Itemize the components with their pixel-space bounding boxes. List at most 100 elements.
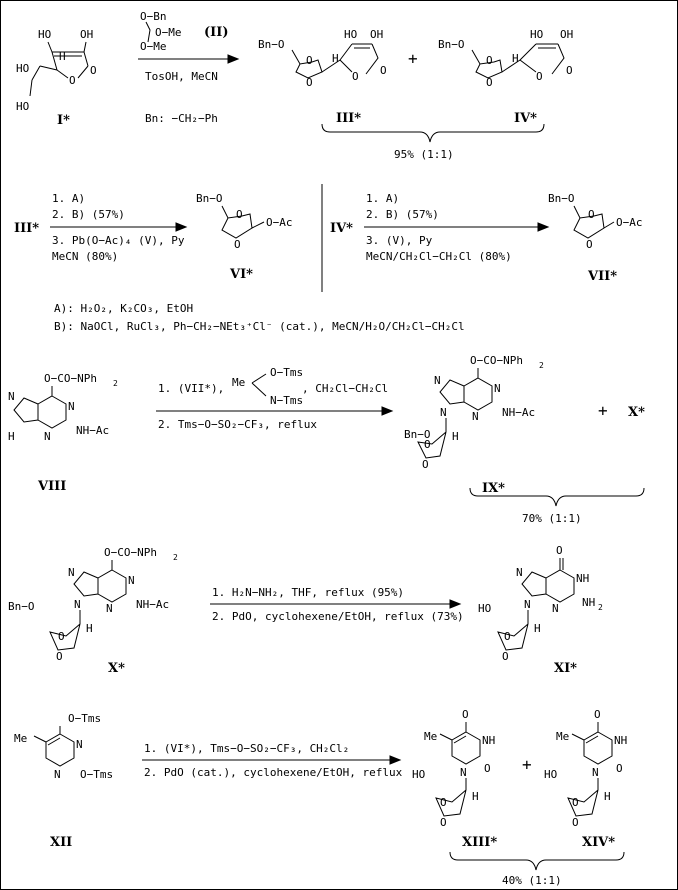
atom-label: Me [556, 730, 569, 743]
atom-label: H [534, 622, 541, 635]
reagent-II: O−Bn O−Me O−Me (II) [140, 10, 228, 53]
compound-label: III* [14, 221, 39, 236]
atom-label: O [486, 76, 493, 89]
atom-label: H [472, 790, 479, 803]
compound-label: VII* [587, 269, 617, 284]
atom-label: N [552, 602, 559, 615]
atom-label: O [586, 238, 593, 251]
atom-label: N [472, 410, 479, 423]
compound-VIII: O−CO−NPh 2 N N N H NH−Ac VIII [8, 372, 118, 494]
atom-label: O [234, 238, 241, 251]
compound-VII: Bn−O O O O−Ac VII* [548, 192, 643, 284]
atom-label: N [440, 406, 447, 419]
atom-label: 2 [598, 603, 603, 612]
atom-label: N [494, 382, 501, 395]
condition-text: 3. (V), Py [366, 234, 433, 247]
reaction-arrow [364, 222, 550, 232]
reaction-arrow [50, 222, 188, 232]
atom-label: Me [232, 376, 245, 389]
compound-III: Bn−O HO OH O O H O O [258, 28, 387, 89]
condition-text: 2. B) (57%) [52, 208, 125, 221]
atom-label: O [422, 458, 429, 471]
atom-label: Bn−O [438, 38, 465, 51]
atom-label: NH [576, 572, 589, 585]
compound-label: X* [628, 405, 645, 420]
atom-label: O [69, 74, 76, 87]
atom-label: HO [16, 100, 29, 113]
compound-label: I* [57, 113, 70, 128]
atom-label: N [68, 566, 75, 579]
atom-label: O [556, 544, 563, 557]
atom-label: HO [38, 28, 51, 41]
atom-label: N [592, 766, 599, 779]
atom-label: O [306, 54, 313, 67]
atom-label: O−Bn [140, 10, 167, 23]
condition-text: 2. Tms−O−SO₂−CF₃, reflux [158, 418, 317, 431]
atom-label: H [512, 52, 519, 65]
atom-label: N−Tms [270, 394, 303, 407]
atom-label: H [332, 52, 339, 65]
atom-label: O−Ac [616, 216, 643, 229]
product-brace [449, 851, 625, 871]
atom-label: N [44, 430, 51, 443]
atom-label: O [616, 762, 623, 775]
atom-label: O−Me [155, 26, 182, 39]
condition-text: 1. (VI*), Tms−O−SO₂−CF₃, CH₂Cl₂ [144, 742, 349, 755]
atom-label: NH−Ac [502, 406, 535, 419]
footnote-text: B): NaOCl, RuCl₃, Ph−CH₂−NEt₃⁺Cl⁻ (cat.)… [54, 320, 465, 333]
reaction-arrow [142, 755, 402, 765]
atom-label: NH [614, 734, 627, 747]
atom-label: N [54, 768, 61, 781]
yield-text: 95% (1:1) [394, 148, 454, 161]
condition-text: 2. B) (57%) [366, 208, 439, 221]
atom-label: N [516, 566, 523, 579]
atom-label: O [236, 208, 243, 221]
atom-label: O [440, 796, 447, 809]
atom-label: O [502, 650, 509, 663]
atom-label: NH [482, 734, 495, 747]
compound-IX: O−CO−NPh 2 N N N N NH−Ac Bn−O O O H IX* [404, 354, 544, 496]
atom-label: O−CO−NPh [470, 354, 523, 367]
atom-label: 2 [173, 553, 178, 562]
atom-label: N [106, 602, 113, 615]
atom-label: OH [560, 28, 573, 41]
atom-label: H [604, 790, 611, 803]
atom-label: O [484, 762, 491, 775]
product-brace [469, 487, 645, 507]
plus-sign: + [598, 401, 608, 420]
atom-label: O [424, 438, 431, 451]
atom-label: O−CO−NPh [44, 372, 97, 385]
atom-label: N [68, 400, 75, 413]
atom-label: Bn−O [196, 192, 223, 205]
atom-label: HO [344, 28, 357, 41]
atom-label: O−Tms [270, 366, 303, 379]
condition-text: MeCN/CH₂Cl−CH₂Cl (80%) [366, 250, 512, 263]
compound-XIII: O Me NH O N HO O O H XIII* [412, 708, 497, 850]
atom-label: Bn−O [404, 428, 431, 441]
reaction-arrow [156, 406, 394, 416]
atom-label: Me [424, 730, 437, 743]
atom-label: O [352, 70, 359, 83]
plus-sign: + [522, 755, 532, 774]
reaction-arrow [210, 599, 462, 609]
atom-label: HO [16, 62, 29, 75]
compound-label: IV* [514, 111, 537, 126]
atom-label: HO [478, 602, 491, 615]
atom-label: O [572, 816, 579, 829]
reagent-text: TosOH, MeCN [145, 70, 218, 83]
benzyl-definition: Bn: −CH₂−Ph [145, 112, 218, 125]
atom-label: O−Tms [68, 712, 101, 725]
atom-label: N [74, 598, 81, 611]
atom-label: OH [80, 28, 93, 41]
atom-label: HO [412, 768, 425, 781]
compound-label: X* [108, 661, 125, 676]
atom-label: O [90, 64, 97, 77]
compound-label: VIII [37, 479, 66, 494]
condition-text: 3. Pb(O−Ac)₄ (V), Py [52, 234, 185, 247]
atom-label: N [434, 374, 441, 387]
atom-label: HO [530, 28, 543, 41]
atom-label: O [536, 70, 543, 83]
compound-label: VI* [229, 267, 253, 282]
compound-I: HO OH O H O HO HO I* [16, 28, 97, 128]
